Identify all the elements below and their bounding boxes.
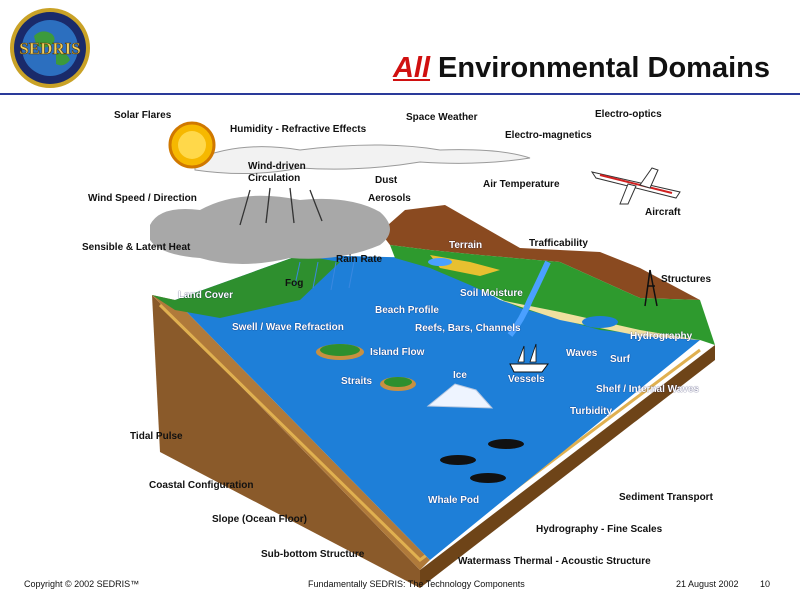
sun-icon [168, 121, 216, 169]
label-air-temperature: Air Temperature [483, 179, 560, 190]
label-sub-bottom: Sub-bottom Structure [261, 549, 365, 560]
label-aircraft: Aircraft [645, 207, 681, 218]
label-sediment: Sediment Transport [619, 492, 713, 503]
label-fog: Fog [285, 278, 304, 289]
label-soil-moisture: Soil Moisture [460, 288, 523, 299]
high-cloud [194, 144, 531, 175]
footer-copyright: Copyright © 2002 SEDRIS™ [24, 579, 140, 589]
label-slope: Slope (Ocean Floor) [212, 514, 308, 525]
logo-text: SEDRIS [19, 39, 80, 58]
label-coastal: Coastal Configuration [149, 480, 254, 491]
block-left-side [152, 295, 420, 588]
shoreline-sand [500, 300, 700, 340]
strata-line [158, 303, 701, 562]
label-wind-driven: Wind-driven [248, 161, 306, 172]
label-tidal-pulse: Tidal Pulse [130, 431, 183, 442]
label-swell: Swell / Wave Refraction [232, 322, 344, 333]
label-reefs: Reefs, Bars, Channels [415, 323, 521, 334]
footer-page-number: 10 [760, 579, 771, 589]
mountains [380, 205, 700, 300]
label-circulation: Circulation [248, 173, 301, 184]
label-dust: Dust [375, 175, 398, 186]
straits-island-top [384, 377, 412, 387]
title-rule [0, 93, 800, 95]
label-shelf-internal: Shelf / Internal Waves [596, 384, 699, 395]
lake-terrain [428, 258, 452, 266]
sedris-logo: SEDRIS [10, 8, 90, 88]
title-emphasis: All [392, 52, 431, 84]
label-whale-pod: Whale Pod [428, 495, 480, 506]
lake [582, 316, 618, 328]
label-vessels: Vessels [508, 374, 545, 385]
river [507, 260, 551, 337]
label-space-weather: Space Weather [406, 112, 478, 123]
block-right-side [420, 345, 715, 588]
label-aerosols: Aerosols [368, 193, 411, 204]
footer-date: 21 August 2002 [676, 579, 739, 589]
label-wind-speed: Wind Speed / Direction [88, 193, 197, 204]
label-hydrography: Hydrography [630, 331, 693, 342]
label-straits: Straits [341, 376, 373, 387]
label-sensible-latent: Sensible & Latent Heat [82, 242, 191, 253]
island-flow-island-top [320, 344, 360, 356]
footer-center: Fundamentally SEDRIS: The Technology Com… [308, 579, 525, 589]
label-humidity: Humidity - Refractive Effects [230, 124, 367, 135]
label-land-cover: Land Cover [178, 290, 234, 301]
derrick-icon [644, 269, 658, 307]
label-surf: Surf [610, 354, 630, 365]
label-terrain: Terrain [449, 240, 483, 251]
label-trafficability: Trafficability [529, 238, 588, 249]
label-rain-rate: Rain Rate [336, 254, 383, 265]
wind-arrows [239, 187, 323, 226]
rain-streaks [294, 261, 355, 291]
iceberg [426, 383, 494, 409]
title-rest: Environmental Domains [438, 52, 770, 84]
label-electro-optics: Electro-optics [595, 109, 662, 120]
label-beach-profile: Beach Profile [375, 305, 439, 316]
label-island-flow: Island Flow [370, 347, 425, 358]
label-structures: Structures [661, 274, 712, 285]
storm-cloud [150, 195, 390, 264]
label-hydro-fine: Hydrography - Fine Scales [536, 524, 663, 535]
label-watermass: Watermass Thermal - Acoustic Structure [458, 556, 651, 567]
label-electro-magnetics: Electro-magnetics [505, 130, 592, 141]
ship-icon [509, 343, 549, 373]
aircraft-icon [590, 167, 681, 205]
land-left [152, 255, 340, 318]
ocean [175, 255, 700, 560]
label-turbidity: Turbidity [570, 406, 613, 417]
label-waves: Waves [566, 348, 598, 359]
label-ice: Ice [453, 370, 467, 381]
whale-icon [440, 439, 524, 483]
label-solar-flares: Solar Flares [114, 110, 172, 121]
